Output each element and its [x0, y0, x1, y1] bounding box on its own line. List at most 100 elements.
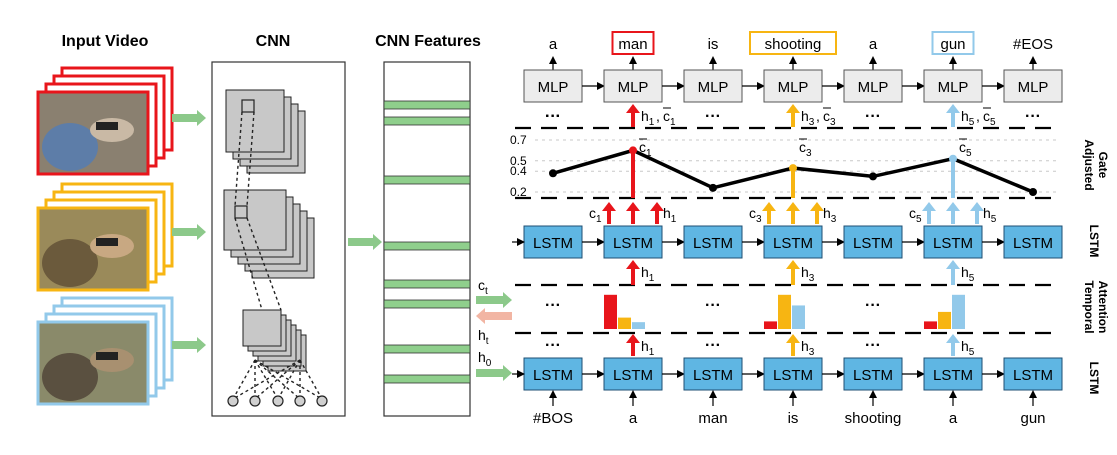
lstm-bottom-hidden-label: h1 — [641, 338, 655, 358]
dashed-connection — [246, 111, 255, 207]
mlp-label: MLP — [698, 79, 729, 96]
mlp-label: MLP — [1018, 79, 1049, 96]
cnn-layer-3 — [242, 309, 282, 347]
input-word: #BOS — [533, 410, 573, 427]
arrow-frames-to-cnn — [172, 224, 206, 240]
lstm-top-output-arrow — [762, 202, 776, 224]
gate-tick-label: 0.7 — [510, 133, 527, 147]
lstm-top-hidden-label: h3 — [801, 264, 815, 284]
output-word: man — [618, 36, 647, 53]
mlp-input-c: c1 — [663, 108, 676, 128]
gate-point — [869, 172, 877, 181]
mlp-input-arrow — [786, 104, 800, 127]
mlp-ellipsis: ··· — [545, 108, 561, 125]
neuron — [272, 395, 284, 407]
row-label-adjusted-gate: Adjusted Gate — [1082, 139, 1110, 190]
lstm-bottom-hidden-label: h3 — [801, 338, 815, 358]
mlp-label: MLP — [858, 79, 889, 96]
dashed-connection — [299, 359, 323, 400]
mlp-input-arrow — [626, 104, 640, 127]
gate-c-label: c3 — [799, 139, 812, 159]
receptive-field-2 — [234, 205, 248, 219]
mlp-label: MLP — [778, 79, 809, 96]
input-word: man — [698, 410, 727, 427]
lstm-top-box — [923, 225, 983, 259]
lstm-top-h-label: h3 — [823, 205, 837, 225]
lstm-top-output-arrow — [786, 202, 800, 224]
gun-shape — [96, 238, 118, 246]
row-label-lstm-bottom: LSTM — [1087, 362, 1101, 395]
lstm-top-output-arrow — [970, 202, 984, 224]
lstm-top-label: LSTM — [773, 235, 813, 252]
lstm-top-label: LSTM — [853, 235, 893, 252]
gate-point — [789, 164, 797, 173]
lstm-top-hidden-label: h1 — [641, 264, 655, 284]
feature-stripe — [383, 100, 471, 110]
attention-to-lstm-arrow — [946, 260, 960, 285]
attention-bar — [764, 321, 777, 329]
gate-tick-label: 0.4 — [510, 164, 527, 178]
dashed-connection — [254, 359, 279, 400]
output-word: a — [549, 36, 558, 53]
lstm-top-label: LSTM — [533, 235, 573, 252]
input-video-title: Input Video — [62, 33, 149, 50]
arrow-h0-to-decoder — [476, 365, 512, 381]
mlp-ellipsis: ··· — [1025, 108, 1041, 125]
mlp-box — [683, 69, 743, 103]
attention-to-lstm-arrow — [786, 260, 800, 285]
lstm-top-box — [683, 225, 743, 259]
lstm-top-output-arrow — [922, 202, 936, 224]
attention-ellipsis: ··· — [705, 297, 721, 314]
feature-stripe — [383, 374, 471, 384]
video-frame-stacks — [36, 66, 174, 406]
gate-point — [949, 154, 957, 163]
mlp-box — [1003, 69, 1063, 103]
attention-bar — [924, 321, 937, 329]
dashed-connection — [254, 359, 323, 400]
dashed-connection — [232, 359, 301, 400]
dashed-connection — [234, 111, 243, 207]
lower-ellipsis: ··· — [865, 337, 881, 354]
neuron — [316, 395, 328, 407]
lstm-bottom-box — [603, 357, 663, 391]
ct-label: ct — [478, 277, 488, 297]
mlp-label: MLP — [618, 79, 649, 96]
lower-ellipsis: ··· — [705, 337, 721, 354]
input-word: a — [949, 410, 958, 427]
mlp-input-h: h1 — [641, 108, 655, 128]
mlp-input-h: h3 — [801, 108, 815, 128]
mlp-box — [763, 69, 823, 103]
neuron — [294, 395, 306, 407]
lstm-top-output-arrow — [602, 202, 616, 224]
mlp-box — [923, 69, 983, 103]
frame-figure — [42, 353, 98, 401]
frame-figure — [42, 123, 98, 171]
attention-bar — [604, 294, 617, 329]
gun-shape — [96, 352, 118, 360]
video-frame-image — [36, 320, 150, 406]
lstm-bottom-label: LSTM — [933, 367, 973, 384]
attention-to-lstm-arrow — [626, 260, 640, 285]
gun-shape — [96, 122, 118, 130]
video-frame-image — [36, 206, 150, 292]
mlp-input-h: h5 — [961, 108, 975, 128]
lstm-top-output-arrow — [650, 202, 664, 224]
mlp-box — [603, 69, 663, 103]
frame-border — [36, 206, 150, 292]
feature-stripe — [383, 175, 471, 185]
lstm-top-c-label: c5 — [909, 205, 922, 225]
lstm-top-c-label: c3 — [749, 205, 762, 225]
mlp-label: MLP — [538, 79, 569, 96]
mlp-box — [843, 69, 903, 103]
mlp-ellipsis: ··· — [545, 108, 561, 125]
row-label-lstm-top: LSTM — [1087, 225, 1101, 258]
output-word: gun — [940, 36, 965, 53]
ht-label: ht — [478, 327, 489, 347]
dashed-connection — [254, 359, 301, 400]
mlp-ellipsis: ··· — [865, 108, 881, 125]
flow-arrows — [172, 110, 512, 381]
gate-tick-label: 0.5 — [510, 154, 527, 168]
input-word: is — [788, 410, 799, 427]
video-frame-image — [36, 90, 150, 176]
